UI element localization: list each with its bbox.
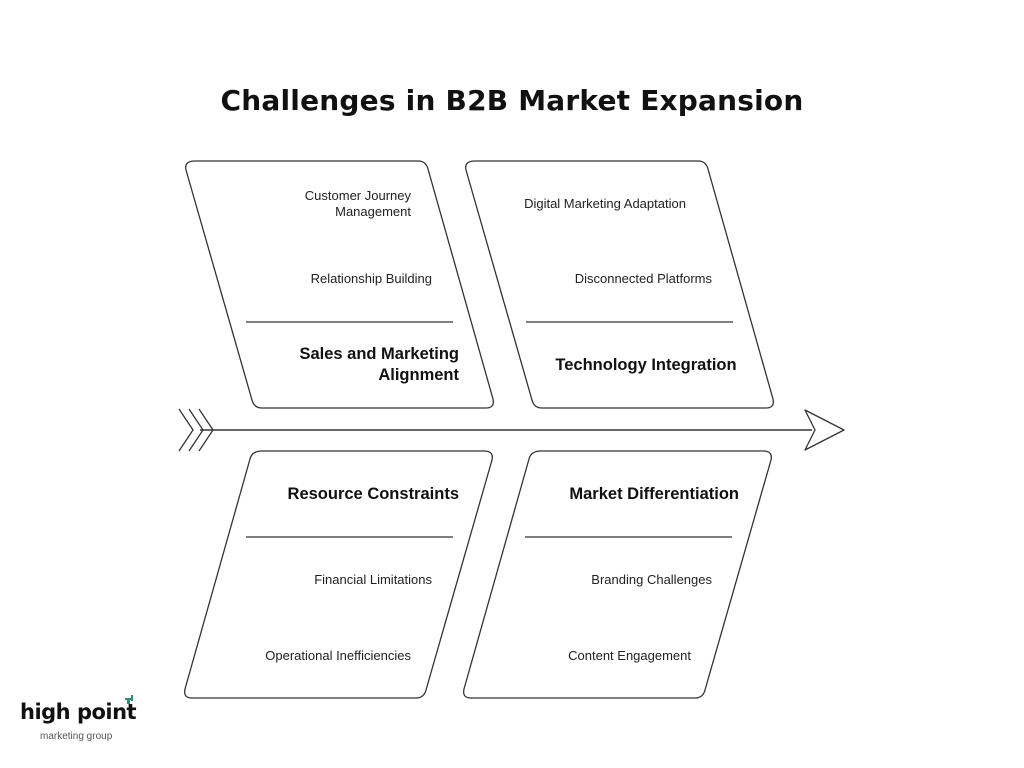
category-box-technology — [465, 160, 774, 409]
category-heading-resource: Resource Constraints — [287, 485, 459, 503]
category-box-resource — [184, 450, 493, 699]
cause-operational-inefficiencies: Operational Inefficiencies — [265, 648, 411, 663]
category-heading-market: Market Differentiation — [569, 485, 739, 503]
cause-content-engagement: Content Engagement — [568, 648, 691, 663]
category-heading-sales-marketing: Sales and Marketing Alignment — [299, 345, 459, 384]
spine-tail — [178, 408, 214, 452]
logo-mark-icon — [125, 695, 133, 704]
category-heading-technology: Technology Integration — [555, 356, 737, 374]
category-box-market — [463, 450, 772, 699]
cause-financial-limitations: Financial Limitations — [314, 572, 432, 587]
page-title: Challenges in B2B Market Expansion — [220, 84, 804, 117]
cause-disconnected-platforms: Disconnected Platforms — [574, 271, 712, 286]
spine-arrowhead — [804, 409, 845, 451]
cause-digital-marketing: Digital Marketing Adaptation — [524, 196, 686, 211]
cause-branding-challenges: Branding Challenges — [591, 572, 712, 587]
logo-wordmark: high point — [20, 700, 137, 724]
category-box-sales-marketing — [185, 160, 494, 409]
cause-customer-journey: Customer Journey Management — [304, 188, 411, 219]
cause-relationship-building: Relationship Building — [310, 271, 432, 286]
logo-tagline: marketing group — [40, 731, 113, 742]
